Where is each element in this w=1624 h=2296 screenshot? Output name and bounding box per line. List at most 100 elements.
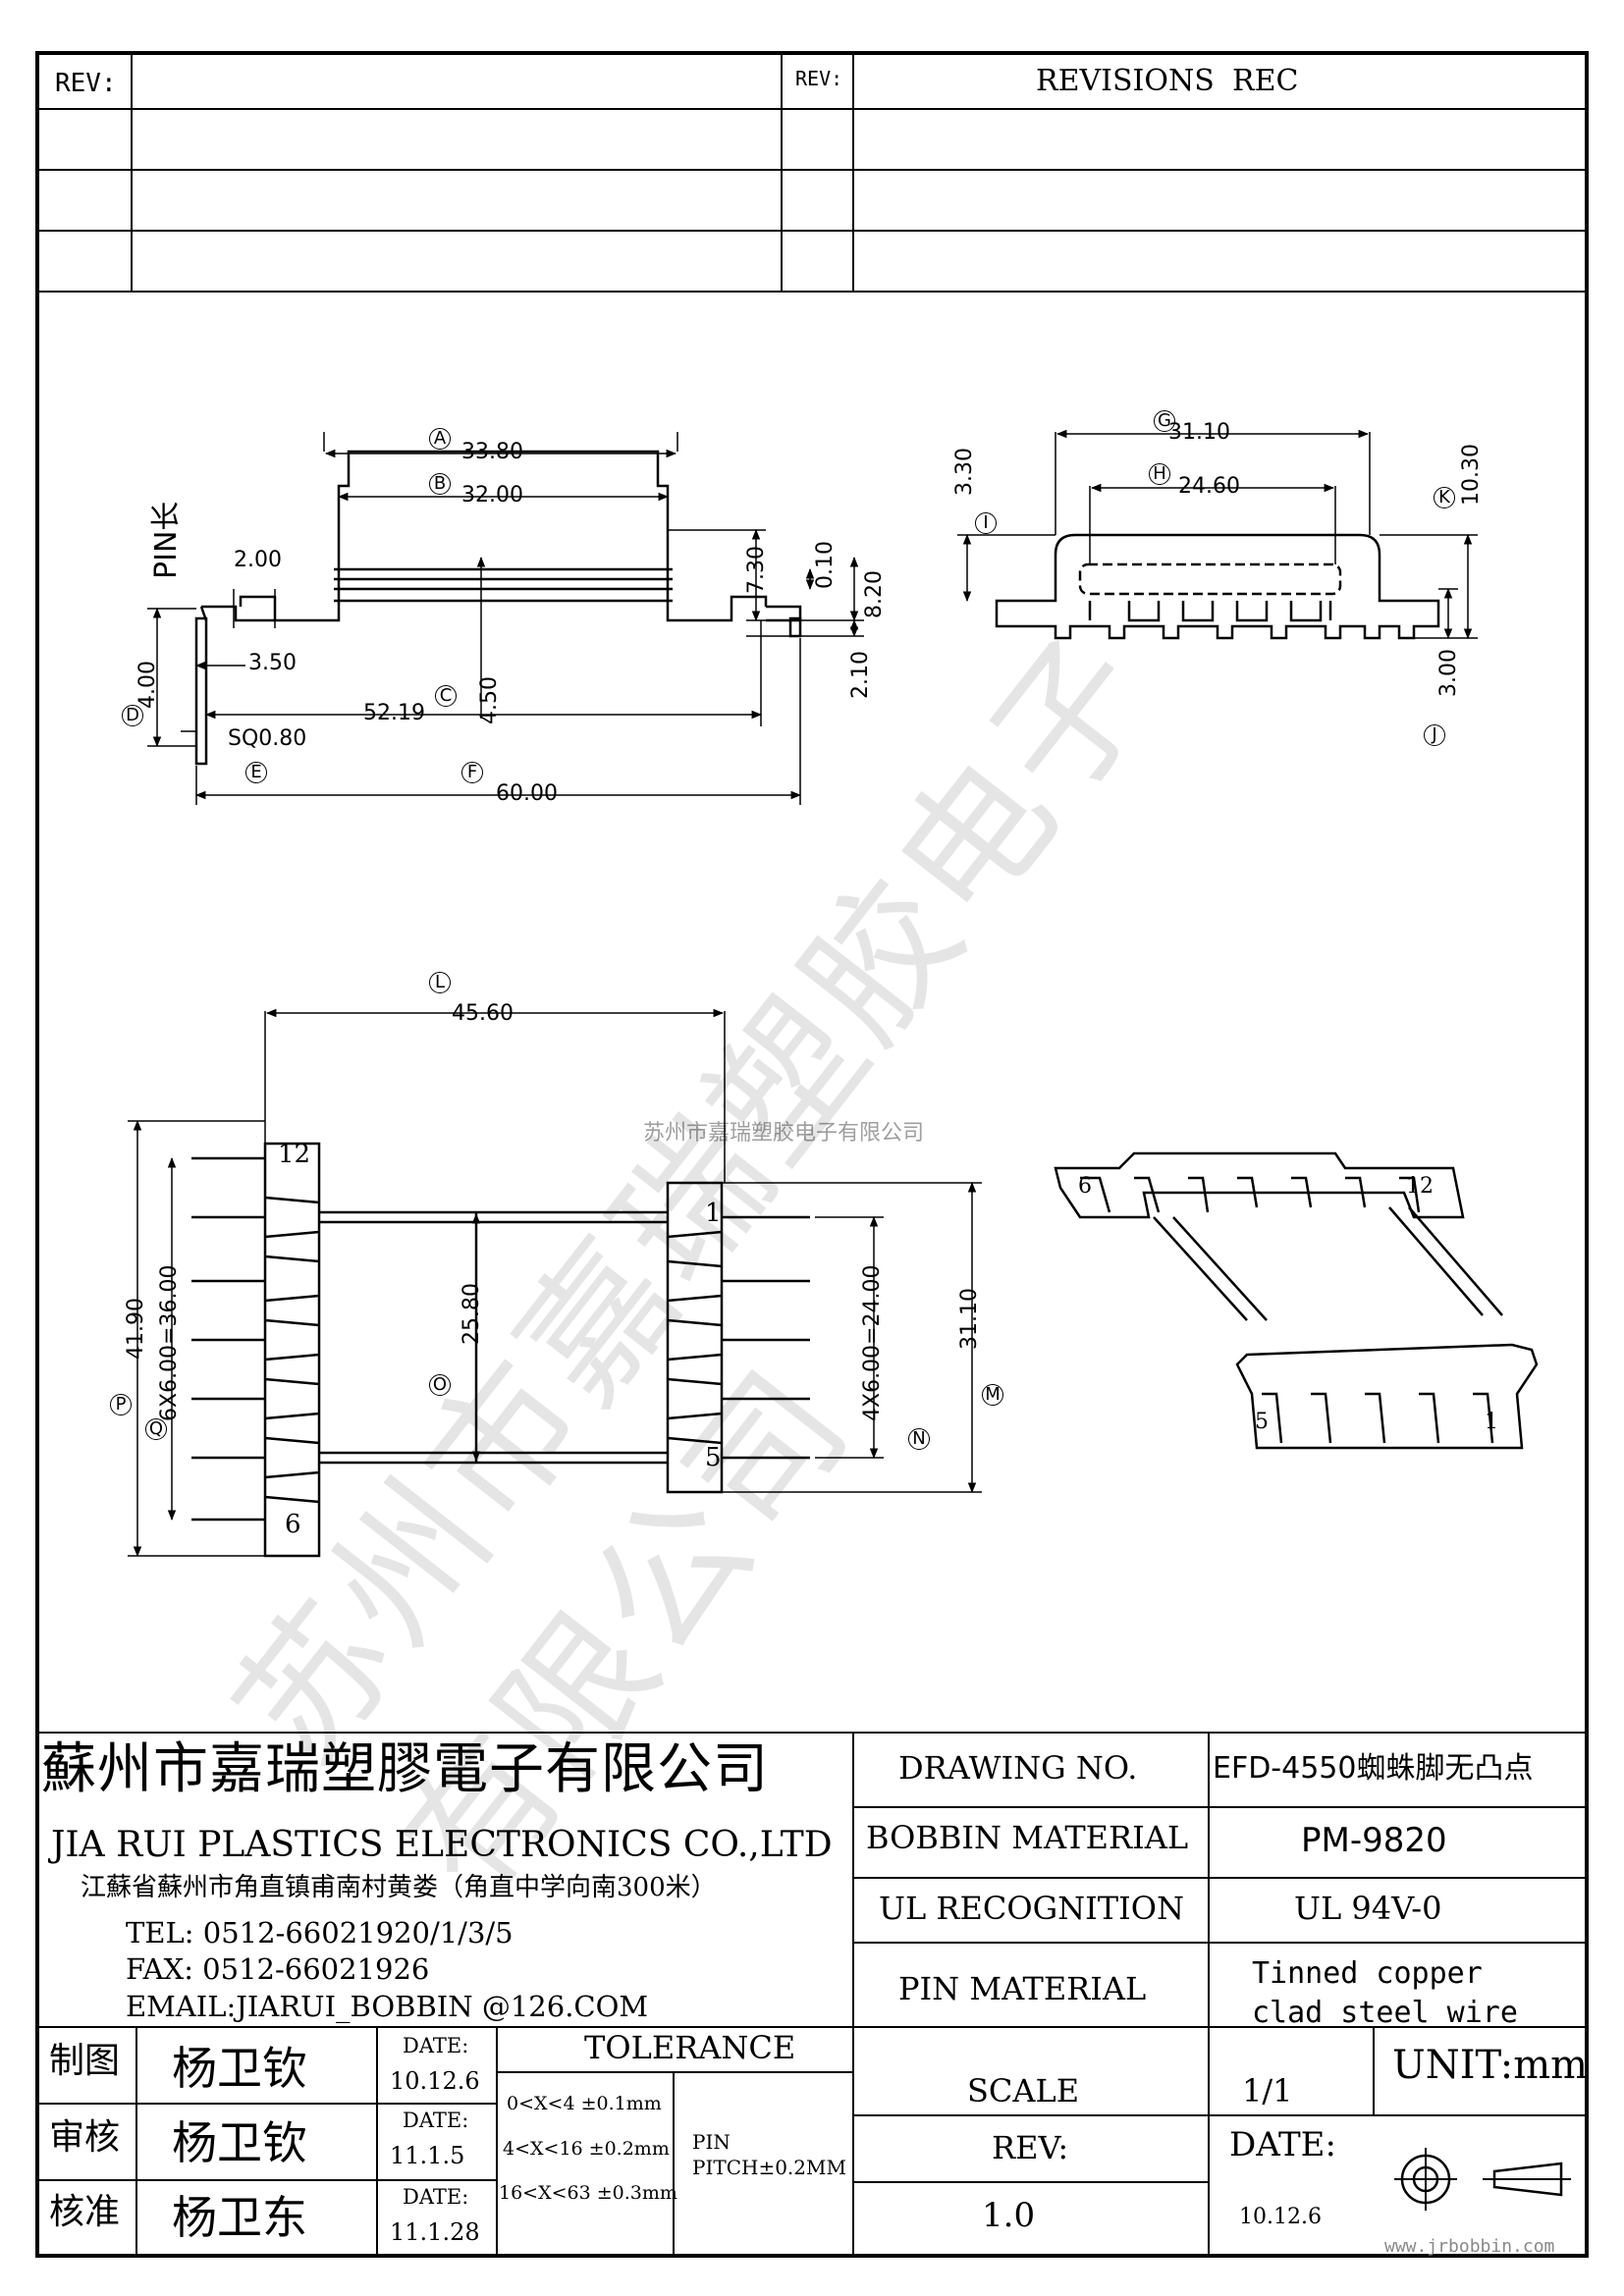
dim-A: 33.80 (461, 440, 523, 464)
watermark-center: 苏州市嘉瑞塑胶电子有限公司 (643, 1121, 925, 1146)
date-label-block: DATE: (1229, 2125, 1336, 2164)
label-F: F (461, 762, 483, 783)
pin-material-label: PIN MATERIAL (898, 1970, 1147, 2007)
rec-title: REC (1232, 64, 1299, 98)
iso-view (1054, 1151, 1539, 1450)
projection-symbol-icon (1394, 2148, 1571, 2211)
pin-label-6: 6 (285, 1510, 301, 1539)
label-H: H (1149, 463, 1170, 485)
iso-pin-1: 1 (1485, 1410, 1498, 1434)
rev-label-2: REV: (795, 67, 843, 90)
top-view (191, 1142, 810, 1558)
dim-B: 32.00 (461, 483, 523, 507)
label-N: N (908, 1428, 930, 1450)
ul-recognition-label: UL RECOGNITION (879, 1890, 1184, 1927)
dim-210: 2.10 (848, 651, 873, 699)
name-drafter: 杨卫钦 (172, 2042, 307, 2095)
iso-pin-5: 5 (1255, 1410, 1269, 1434)
dim-Q: 6X6.00=36.00 (157, 1264, 182, 1421)
dim-P: 41.90 (124, 1298, 148, 1360)
name-reviewer: 杨卫钦 (172, 2116, 307, 2169)
company-fax: FAX: 0512-66021926 (126, 1952, 430, 1986)
label-C: C (435, 685, 457, 707)
role-approver: 核准 (49, 2192, 121, 2232)
dim-200: 2.00 (234, 548, 282, 572)
label-D: D (122, 705, 143, 726)
iso-pin-12: 12 (1406, 1174, 1434, 1199)
date-value-block: 10.12.6 (1239, 2205, 1322, 2229)
label-M: M (982, 1384, 1003, 1406)
label-E: E (245, 762, 267, 783)
date-label-drafter: DATE: (403, 2034, 469, 2057)
pin-pitch-line1: PIN (692, 2130, 731, 2154)
dim-450: 4.50 (477, 676, 502, 724)
tolerance-row-3: 16<X<63 ±0.3mm (499, 2182, 677, 2204)
revisions-title: REVISIONS (1036, 64, 1215, 98)
company-email: EMAIL:JIARUI_BOBBIN @126.COM (126, 1990, 649, 2023)
dim-O: 25.80 (460, 1283, 484, 1345)
unit-label: UNIT:mm (1392, 2043, 1589, 2088)
tolerance-row-2: 4<X<16 ±0.2mm (503, 2138, 670, 2160)
label-A: A (429, 428, 451, 450)
rev-label: REV: (55, 69, 117, 98)
date-drafter: 10.12.6 (390, 2067, 480, 2095)
side-view-dims (147, 432, 864, 805)
watermark-url: www.jrbobbin.com (1384, 2236, 1555, 2257)
date-approver: 11.1.28 (390, 2218, 480, 2246)
label-L: L (429, 972, 451, 993)
scale-value: 1/1 (1242, 2072, 1293, 2109)
dim-L: 45.60 (452, 1001, 514, 1026)
pin-label-5: 5 (705, 1443, 722, 1472)
role-drafter: 制图 (49, 2041, 121, 2081)
drawing-no-value: EFD-4550蜘蛛脚无凸点 (1213, 1751, 1534, 1786)
tolerance-row-1: 0<X<4 ±0.1mm (507, 2093, 662, 2114)
date-reviewer: 11.1.5 (390, 2142, 465, 2169)
pin-label-12: 12 (278, 1140, 311, 1169)
label-O: O (429, 1374, 451, 1396)
company-address: 江蘇省蘇州市角直镇甫南村黄娄（角直中学向南300米） (81, 1873, 717, 1902)
dim-M: 31.10 (957, 1288, 982, 1350)
pin-material-line1: Tinned copper (1252, 1956, 1483, 1991)
pin-label-1: 1 (705, 1199, 722, 1228)
dim-G: 31.10 (1168, 420, 1230, 445)
label-B: B (429, 473, 451, 495)
ul-recognition-value: UL 94V-0 (1294, 1890, 1442, 1927)
company-name-en: JIA RUI PLASTICS ELECTRONICS CO.,LTD (51, 1825, 833, 1865)
dim-730: 7.30 (744, 546, 769, 594)
bobbin-material-value: PM-9820 (1301, 1821, 1447, 1860)
dim-C: 52.19 (363, 701, 425, 725)
dim-F: 60.00 (496, 781, 558, 806)
name-approver: 杨卫东 (172, 2191, 307, 2244)
top-view-dims (128, 1008, 982, 1558)
label-I: I (975, 512, 997, 534)
drawing-no-label: DRAWING NO. (898, 1749, 1138, 1787)
bobbin-material-label: BOBBIN MATERIAL (866, 1819, 1189, 1856)
dim-D: 4.00 (135, 661, 160, 709)
date-label-reviewer: DATE: (403, 2109, 469, 2132)
dim-E: SQ0.80 (228, 726, 307, 751)
label-G: G (1154, 410, 1175, 432)
iso-pin-6: 6 (1078, 1174, 1092, 1199)
label-J: J (1424, 724, 1445, 746)
pin-length-label: PIN长 (149, 501, 184, 579)
dim-K: 10.30 (1459, 444, 1484, 506)
dim-010: 0.10 (813, 541, 838, 589)
scale-label: SCALE (967, 2072, 1080, 2109)
label-K: K (1434, 487, 1455, 508)
dim-J: 3.00 (1436, 649, 1461, 697)
tolerance-label: TOLERANCE (584, 2029, 796, 2066)
end-view-dims (957, 429, 1478, 640)
rev-value: 1.0 (982, 2196, 1036, 2235)
dim-H: 24.60 (1178, 474, 1240, 499)
dim-820: 8.20 (862, 570, 887, 618)
label-P: P (110, 1394, 132, 1415)
company-tel: TEL: 0512-66021920/1/3/5 (126, 1916, 514, 1949)
dim-N: 4X6.00=24.00 (860, 1264, 885, 1421)
end-view (995, 533, 1440, 640)
drawing-frame (35, 51, 1589, 2258)
date-label-approver: DATE: (403, 2185, 469, 2209)
dim-350: 3.50 (248, 651, 297, 675)
pin-material-line2: clad steel wire (1252, 1996, 1518, 2030)
company-name-cn: 蘇州市嘉瑞塑膠電子有限公司 (41, 1737, 769, 1801)
